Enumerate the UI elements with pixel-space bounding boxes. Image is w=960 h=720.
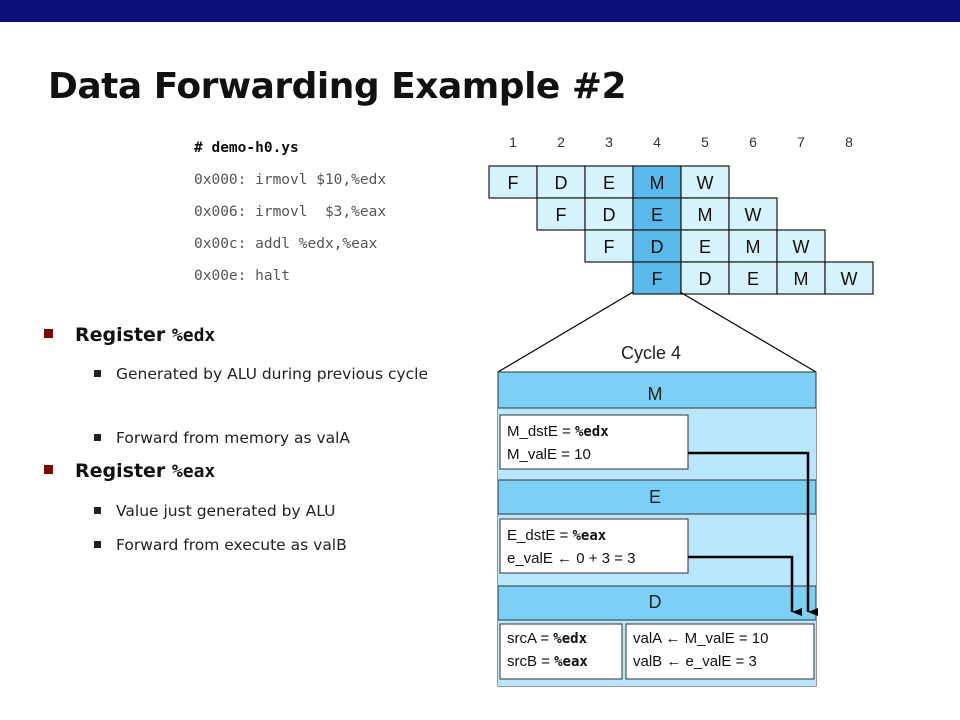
pipeline-stage-label: F <box>604 237 615 257</box>
sub-bullet-square-icon <box>94 541 101 548</box>
cycle-detail-title: Cycle 4 <box>621 343 681 363</box>
pipeline-cell <box>680 229 730 263</box>
pipeline-stage-label: M <box>698 205 713 225</box>
code-line: 0x006: irmovl $3,%eax <box>194 204 387 220</box>
stage-d-label: D <box>649 592 662 612</box>
cycle-number: 1 <box>509 134 517 150</box>
pipeline-stage-label: D <box>603 205 616 225</box>
e-vale-text: e_valE ← 0 + 3 = 3 <box>507 550 635 567</box>
bullet-square-icon <box>44 465 53 474</box>
vala-text: valA ← M_valE = 10 <box>633 630 768 647</box>
bullet-register-edx: Register %edx <box>44 324 215 346</box>
cycle-number: 8 <box>845 134 853 150</box>
sub-bullet: Forward from execute as valB <box>94 533 454 557</box>
srcb-text: srcB = %eax <box>507 653 588 670</box>
code-line: 0x00e: halt <box>194 268 291 284</box>
pipeline-cell <box>488 165 538 199</box>
zoom-line-left <box>497 291 634 373</box>
bullet-prefix: Register <box>75 460 172 482</box>
pipeline-stage-label: W <box>745 205 762 225</box>
sub-bullet-square-icon <box>94 370 101 377</box>
cycle-number: 7 <box>797 134 805 150</box>
code-line: 0x00c: addl %edx,%eax <box>194 236 378 252</box>
pipeline-cell <box>824 261 874 295</box>
pipeline-stage-label: F <box>508 173 519 193</box>
srca-text: srcA = %edx <box>507 630 588 647</box>
pipeline-cell <box>776 229 826 263</box>
pipeline-cell <box>776 261 826 295</box>
stage-m-label: M <box>648 384 663 404</box>
pipeline-cell <box>536 165 586 199</box>
stage-e-label: E <box>649 487 661 507</box>
e-dste-text: E_dstE = %eax <box>507 527 607 544</box>
bullet-register: %eax <box>171 461 216 482</box>
pipeline-cell <box>632 197 682 231</box>
pipeline-stage-label: W <box>697 173 714 193</box>
forward-arrow-m-vale <box>688 451 818 616</box>
m-vale-text: M_valE = 10 <box>507 446 591 463</box>
bullet-register-eax: Register %eax <box>44 460 215 482</box>
top-bar <box>0 0 960 22</box>
cycle-number: 6 <box>749 134 757 150</box>
sub-bullet-text: Forward from memory as valA <box>116 429 351 447</box>
sub-bullet-text: Forward from execute as valB <box>116 536 347 554</box>
sub-bullet: Generated by ALU during previous cycle <box>94 362 454 386</box>
bullet-register: %edx <box>171 325 216 346</box>
pipeline-stage-label: D <box>555 173 568 193</box>
pipeline-cell <box>584 229 634 263</box>
cycle-number: 3 <box>605 134 613 150</box>
cycle-number: 2 <box>557 134 565 150</box>
sub-bullet-text: Generated by ALU during previous cycle <box>116 365 429 383</box>
d-val-box <box>625 623 815 680</box>
pipeline-stage-label: M <box>746 237 761 257</box>
forward-arrow-e-vale <box>688 555 802 616</box>
d-src-box <box>499 623 623 680</box>
zoom-line-right <box>679 291 817 373</box>
cycle-number-row: 1 2 3 4 5 6 7 8 <box>509 134 853 150</box>
sub-bullet-text: Value just generated by ALU <box>116 502 336 520</box>
cycle-detail-panel: Cycle 4 M M_dstE = %edx M_valE = 10 E E_… <box>497 343 818 687</box>
sub-bullet: Forward from memory as valA <box>94 426 454 450</box>
pipeline-cell <box>680 165 730 199</box>
sub-bullet-square-icon <box>94 434 101 441</box>
cycle-number: 5 <box>701 134 709 150</box>
pipeline-stage-label: F <box>652 269 663 289</box>
pipeline-stage-label: W <box>793 237 810 257</box>
code-line: 0x000: irmovl $10,%edx <box>194 172 387 188</box>
m-register-box <box>499 414 689 470</box>
pipeline-cell <box>680 261 730 295</box>
pipeline-stage-label: E <box>603 173 615 193</box>
valb-text: valB ← e_valE = 3 <box>633 653 757 670</box>
pipeline-stage-label: E <box>699 237 711 257</box>
m-dste-text: M_dstE = %edx <box>507 423 609 440</box>
bullet-square-icon <box>44 329 53 338</box>
pipeline-stage-label: W <box>841 269 858 289</box>
cycle-number: 4 <box>653 134 661 150</box>
pipeline-stage-label: D <box>651 237 664 257</box>
pipeline-stage-label: F <box>556 205 567 225</box>
pipeline-stage-label: E <box>651 205 663 225</box>
pipeline-cell <box>584 165 634 199</box>
bullet-prefix: Register <box>75 324 172 346</box>
pipeline-stage-label: D <box>699 269 712 289</box>
pipeline-cell <box>728 229 778 263</box>
e-register-box <box>499 518 689 574</box>
sub-bullet: Value just generated by ALU <box>94 499 454 523</box>
sub-bullet-square-icon <box>94 507 101 514</box>
pipeline-stage-label: E <box>747 269 759 289</box>
pipeline-cell <box>584 197 634 231</box>
pipeline-stage-label: M <box>650 173 665 193</box>
pipeline-cell <box>536 197 586 231</box>
pipeline-cell <box>728 261 778 295</box>
slide-title: Data Forwarding Example #2 <box>48 66 627 107</box>
code-header: # demo-h0.ys <box>194 140 299 156</box>
pipeline-stage-label: M <box>794 269 809 289</box>
